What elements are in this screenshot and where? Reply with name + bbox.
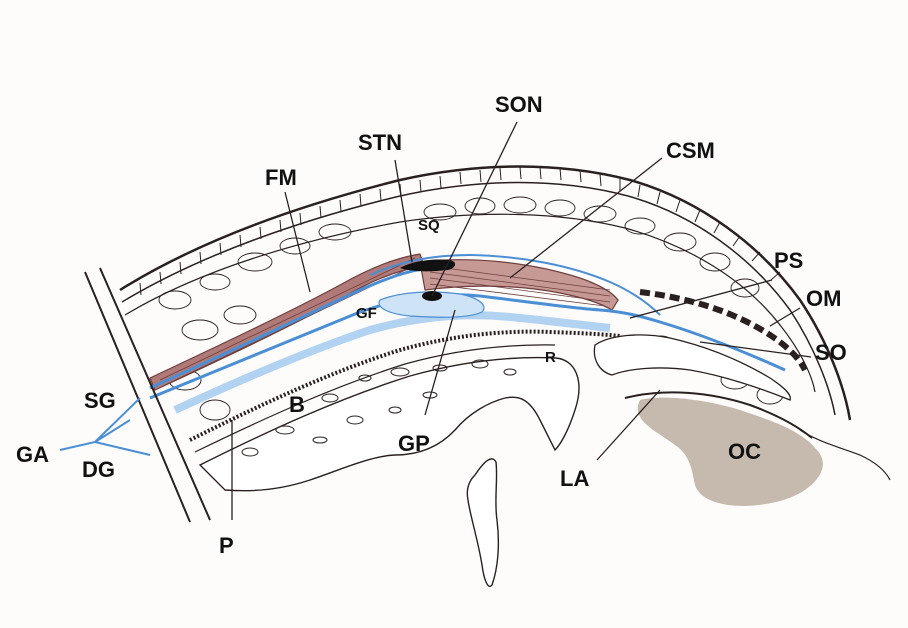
label-sq: SQ xyxy=(418,217,440,234)
label-sg: SG xyxy=(84,388,116,413)
label-gf: GF xyxy=(356,305,377,322)
label-la: LA xyxy=(560,466,589,491)
label-so: SO xyxy=(815,340,847,365)
label-fm: FM xyxy=(265,165,297,190)
label-oc: OC xyxy=(728,439,761,464)
label-son: SON xyxy=(495,92,543,117)
label-ps: PS xyxy=(774,248,803,273)
label-ga: GA xyxy=(16,442,49,467)
label-stn: STN xyxy=(358,130,402,155)
label-b: B xyxy=(289,392,305,417)
label-p: P xyxy=(219,533,234,558)
label-csm: CSM xyxy=(666,138,715,163)
orbital-roof xyxy=(594,335,790,400)
label-r: R xyxy=(545,349,556,366)
section-plane-line-2 xyxy=(100,268,210,520)
label-om: OM xyxy=(806,286,841,311)
label-gp: GP xyxy=(398,431,430,456)
bone-fragment xyxy=(467,459,498,586)
label-dg: DG xyxy=(82,457,115,482)
